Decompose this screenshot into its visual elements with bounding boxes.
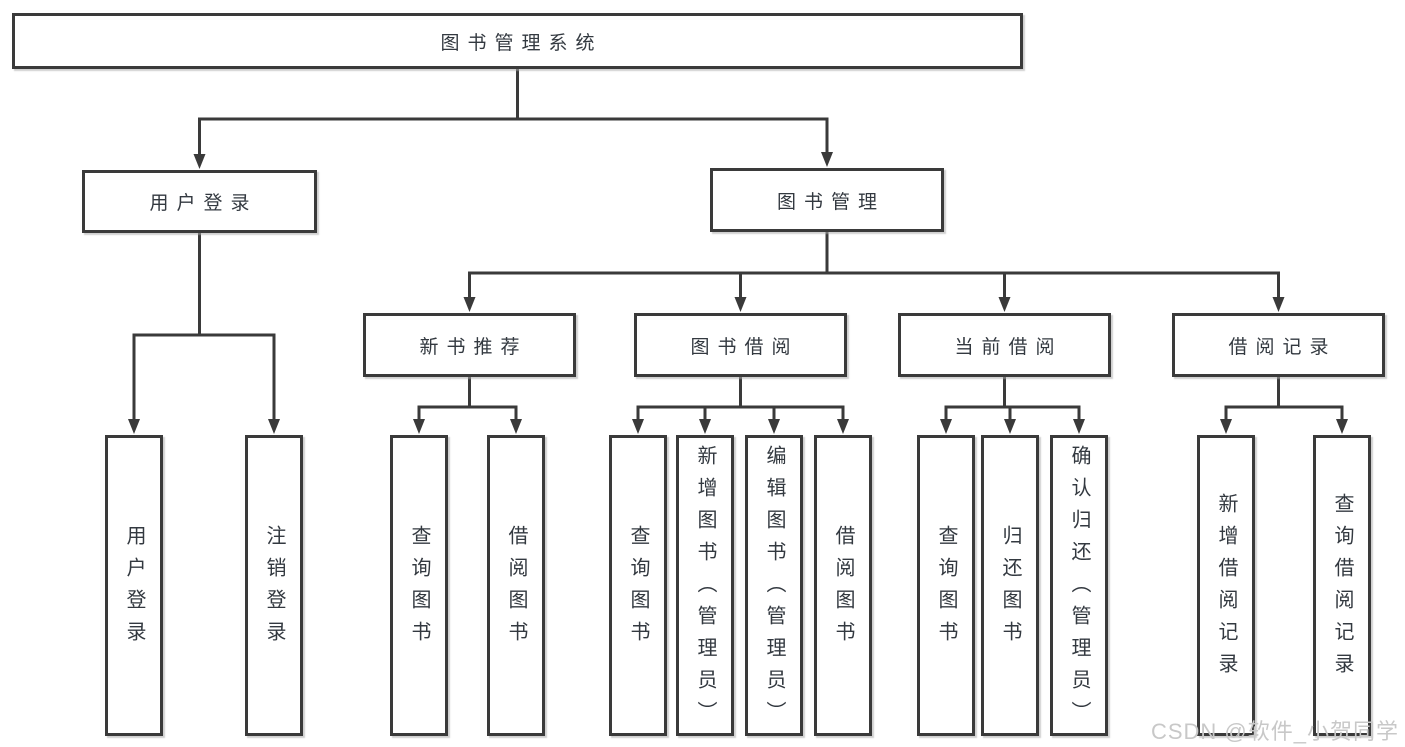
arrowhead-login [193,154,206,169]
node-login-in: 用户登录 [105,435,163,736]
node-rec-borrow: 借阅图书 [487,435,545,736]
arrowhead-records-query [1336,419,1348,434]
node-borrow-query: 查询图书 [609,435,667,736]
arrowhead-mgmt [821,152,833,167]
node-rec: 新书推荐 [363,313,576,377]
node-records: 借阅记录 [1172,313,1385,377]
node-current-return: 归还图书 [981,435,1039,736]
node-records-query: 查询借阅记录 [1313,435,1371,736]
node-borrow-edit: 编辑图书（管理员） [745,435,803,736]
arrowhead-current [998,297,1011,312]
arrowhead-rec [463,297,476,312]
node-borrow-add: 新增图书（管理员） [676,435,734,736]
node-login-out: 注销登录 [245,435,303,736]
arrowhead-current-query [940,419,952,434]
arrowhead-records [1272,297,1285,312]
node-mgmt: 图书管理 [710,168,944,232]
arrowhead-records-add [1220,419,1232,434]
tree-branch-lines [132,67,1344,425]
arrowhead-borrow-borrow [837,419,849,434]
arrowhead-login-out [268,419,280,434]
node-borrow: 图书借阅 [634,313,847,377]
arrowhead-borrow [734,297,747,312]
arrowhead-borrow-edit [768,419,780,434]
arrowhead-current-return [1004,419,1016,434]
arrowhead-borrow-add [699,419,711,434]
node-borrow-borrow: 借阅图书 [814,435,872,736]
node-current: 当前借阅 [898,313,1111,377]
node-rec-query: 查询图书 [390,435,448,736]
node-current-query: 查询图书 [917,435,975,736]
node-login: 用户登录 [82,170,317,233]
node-records-add: 新增借阅记录 [1197,435,1255,736]
arrowhead-rec-query [413,419,425,434]
arrowhead-rec-borrow [510,419,522,434]
csdn-watermark: CSDN @软件_小贺同学 [1150,719,1399,744]
node-root: 图书管理系统 [12,13,1023,69]
arrowhead-current-confirm [1073,419,1085,434]
arrowhead-borrow-query [632,419,644,434]
arrowhead-login-in [128,419,140,434]
node-current-confirm: 确认归还（管理员） [1050,435,1108,736]
